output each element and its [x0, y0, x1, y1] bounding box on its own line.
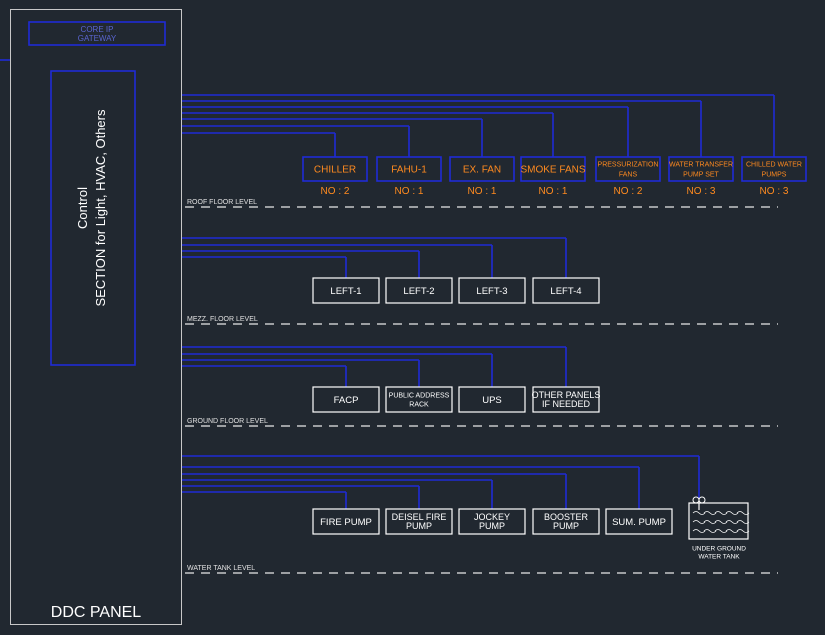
roof-equipment-qty: NO : 2 [321, 186, 350, 197]
water-wave-icon [692, 520, 706, 524]
mezz-item-label: LEFT-1 [330, 286, 361, 297]
water-wave-icon [703, 520, 717, 524]
roof-equipment-name: FANS [619, 172, 638, 179]
control-section-label: Control [75, 187, 90, 229]
roof-equipment-box [668, 156, 734, 182]
roof-equipment-name: SMOKE FANS [520, 165, 585, 176]
roof-equipment-name: PUMP SET [683, 172, 719, 179]
mezz-item-label: LEFT-3 [476, 286, 507, 297]
mezz-item-label: LEFT-2 [403, 286, 434, 297]
water-item-label: PUMP [553, 521, 579, 531]
roof-equipment-qty: NO : 2 [614, 186, 643, 197]
roof-equipment-name: EX. FAN [463, 165, 501, 176]
water-wave-icon [736, 511, 750, 515]
roof-equipment-qty: NO : 3 [687, 186, 716, 197]
mezz-item-box [312, 277, 380, 304]
ground-item-box [312, 386, 380, 413]
ground-item-label: OTHER PANELS [532, 390, 601, 400]
roof-equipment-box [520, 156, 586, 182]
water-item-label: PUMP [479, 521, 505, 531]
gateway-box [28, 21, 166, 46]
ddc-panel-label: DDC PANEL [51, 604, 141, 621]
water-item-box [532, 508, 600, 535]
roof-equipment-name: FAHU-1 [391, 165, 427, 176]
water-tank-box [688, 502, 749, 540]
water-wave-icon [703, 511, 717, 515]
roof-equipment-name: CHILLED WATER [746, 162, 802, 169]
water-item-label: FIRE PUMP [320, 517, 372, 528]
water-wave-icon [736, 520, 750, 524]
water-wave-icon [703, 529, 717, 533]
roof-equipment-qty: NO : 1 [539, 186, 568, 197]
ground-item-box [458, 386, 526, 413]
water-item-label: JOCKEY [474, 512, 510, 522]
water-item-label: SUM. PUMP [612, 517, 666, 528]
float-switch-icon [698, 496, 706, 504]
floor-level-label: MEZZ. FLOOR LEVEL [187, 316, 258, 323]
water-item-box [385, 508, 453, 535]
water-item-box [605, 508, 673, 535]
roof-equipment-box [449, 156, 515, 182]
ground-item-box [532, 386, 600, 413]
ground-item-label: FACP [334, 395, 359, 406]
roof-equipment-name: CHILLER [314, 165, 356, 176]
gateway-label: CORE IP [81, 25, 114, 34]
floor-level-label: WATER TANK LEVEL [187, 565, 255, 572]
roof-equipment-box [595, 156, 661, 182]
ground-item-label: PUBLIC ADDRESS [389, 393, 450, 400]
water-wave-icon [692, 511, 706, 515]
roof-equipment-qty: NO : 1 [395, 186, 424, 197]
mezz-item-box [532, 277, 600, 304]
roof-equipment-name: PRESSURIZATION [598, 162, 659, 169]
water-item-label: DEISEL FIRE [392, 512, 447, 522]
ground-item-box [385, 386, 453, 413]
water-wave-icon [725, 529, 739, 533]
ground-item-label: IF NEEDED [542, 399, 591, 409]
roof-equipment-box [741, 156, 807, 182]
ground-item-label: RACK [409, 402, 429, 409]
roof-equipment-name: PUMPS [762, 172, 787, 179]
water-tank-label: UNDER GROUND [692, 545, 746, 552]
control-section-label: SECTION for Light, HVAC, Others [93, 109, 108, 306]
water-wave-icon [714, 520, 728, 524]
roof-equipment-box [376, 156, 442, 182]
water-wave-icon [692, 529, 706, 533]
roof-equipment-qty: NO : 3 [760, 186, 789, 197]
water-item-label: BOOSTER [544, 512, 589, 522]
float-switch-icon [692, 496, 700, 504]
gateway-label: GATEWAY [78, 34, 117, 43]
water-wave-icon [714, 511, 728, 515]
water-item-label: PUMP [406, 521, 432, 531]
water-wave-icon [725, 511, 739, 515]
floor-level-label: ROOF FLOOR LEVEL [187, 199, 257, 206]
control-section-box [50, 70, 136, 366]
floor-level-label: GROUND FLOOR LEVEL [187, 418, 268, 425]
water-item-box [312, 508, 380, 535]
water-tank-label: WATER TANK [698, 553, 740, 560]
water-wave-icon [725, 520, 739, 524]
water-wave-icon [736, 529, 750, 533]
mezz-item-box [385, 277, 453, 304]
mezz-item-box [458, 277, 526, 304]
water-item-box [458, 508, 526, 535]
ground-item-label: UPS [482, 395, 502, 406]
mezz-item-label: LEFT-4 [550, 286, 581, 297]
roof-equipment-name: WATER TRANSFER [669, 162, 733, 169]
ddc-panel-frame [10, 9, 182, 625]
roof-equipment-box [302, 156, 368, 182]
roof-equipment-qty: NO : 1 [468, 186, 497, 197]
water-wave-icon [714, 529, 728, 533]
